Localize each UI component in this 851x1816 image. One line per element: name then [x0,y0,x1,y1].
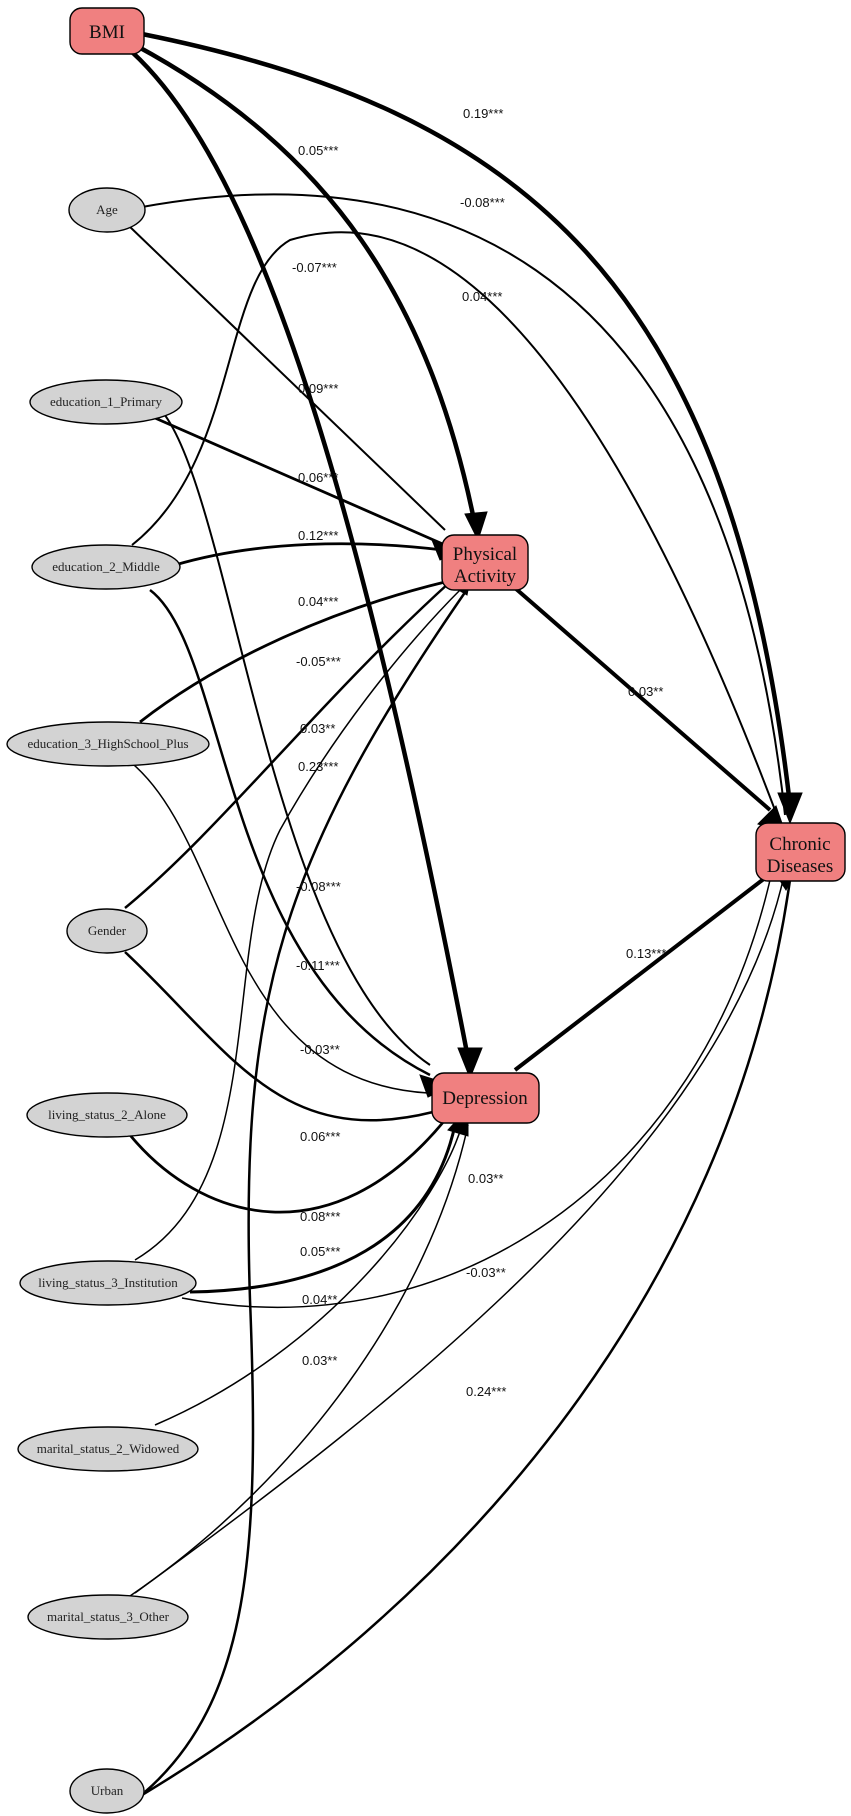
label-education1-depression: -0.08*** [296,879,341,894]
node-education-1-primary: education_1_Primary [29,379,183,425]
edge-age-chronic-diseases [141,193,786,816]
edge-marital-other-chronic-diseases [134,879,784,1594]
label-education1-physical-activity: 0.06*** [298,470,338,485]
svg-text:Age: Age [96,202,118,217]
label-education2-physical-activity: 0.12*** [298,528,338,543]
svg-text:living_status_3_Institution: living_status_3_Institution [38,1275,178,1290]
node-chronic-diseases: Chronic Diseases [755,822,846,882]
edge-labels: 0.19*** 0.05*** -0.08*** -0.07*** 0.04**… [292,106,666,1399]
node-gender: Gender [66,908,148,954]
label-marital-other-depression: 0.03** [302,1353,337,1368]
svg-text:Chronic: Chronic [769,834,830,855]
svg-text:education_1_Primary: education_1_Primary [50,394,162,409]
arrowhead-depression-top [457,1047,483,1080]
svg-text:Depression: Depression [442,1088,528,1109]
label-education3-physical-activity: 0.04*** [298,594,338,609]
node-marital-status-3-other: marital_status_3_Other [27,1594,189,1640]
edge-education2-physical-activity [174,542,444,567]
label-age-physical-activity: 0.09*** [298,381,338,396]
label-urban-chronic-diseases: 0.24*** [466,1384,506,1399]
edge-living-alone-depression [128,1119,447,1214]
node-depression: Depression [431,1072,540,1124]
label-bmi-physical-activity: 0.05*** [298,143,338,158]
edge-gender-physical-activity [124,581,451,909]
arrowhead-chronic-diseases-top [777,792,803,825]
edge-age-physical-activity [127,224,446,531]
label-education2-chronic-diseases: -0.07*** [292,260,337,275]
label-education3-depression: -0.03** [300,1042,340,1057]
svg-text:BMI: BMI [89,22,125,43]
arrowhead-physical-activity-top [464,511,488,542]
edge-urban-physical-activity [144,587,470,1793]
label-education1-chronic-diseases: 0.04*** [462,289,502,304]
label-education2-depression: -0.11*** [296,958,340,973]
edge-physical-activity-chronic-diseases [513,586,772,812]
svg-text:living_status_2_Alone: living_status_2_Alone [48,1107,166,1122]
arrowheads [419,511,803,1137]
label-living-institution-depression: 0.05*** [300,1244,340,1259]
edge-education3-depression [127,759,429,1094]
edge-bmi-chronic-diseases [141,31,793,806]
node-physical-activity: Physical Activity [441,534,529,591]
svg-text:marital_status_2_Widowed: marital_status_2_Widowed [37,1441,180,1456]
label-age-chronic-diseases: -0.08*** [460,195,505,210]
svg-text:education_2_Middle: education_2_Middle [52,559,160,574]
label-living-alone-depression: 0.08*** [300,1209,340,1224]
node-age: Age [68,187,146,233]
svg-text:education_3_HighSchool_Plus: education_3_HighSchool_Plus [27,736,188,751]
edge-education3-physical-activity [139,580,446,724]
node-urban: Urban [69,1768,145,1814]
label-gender-physical-activity: -0.05*** [296,654,341,669]
label-widowed-depression: 0.04** [302,1292,337,1307]
nodes: Age education_1_Primary education_2_Midd… [6,7,846,1814]
edge-bmi-physical-activity [133,43,478,526]
edge-urban-chronic-diseases [141,879,792,1797]
edge-living-institution-chronic-diseases [181,879,771,1308]
label-dep-chronic-diseases: 0.13*** [626,946,666,961]
edges [124,31,793,1797]
label-living-institution-chronic-diseases: 0.03** [468,1171,503,1186]
edge-education1-physical-activity [154,416,446,547]
node-education-3-highschool-plus: education_3_HighSchool_Plus [6,721,210,767]
label-urban-physical-activity: 0.23*** [298,759,338,774]
svg-text:Activity: Activity [454,566,517,587]
label-marital-other-chronic-diseases: -0.03** [466,1265,506,1280]
node-bmi: BMI [69,7,145,55]
label-bmi-chronic-diseases: 0.19*** [463,106,503,121]
svg-text:Gender: Gender [88,923,127,938]
edge-living-institution-physical-activity [134,587,463,1261]
label-gender-depression: 0.06*** [300,1129,340,1144]
edge-gender-depression [124,951,434,1122]
node-living-status-2-alone: living_status_2_Alone [26,1092,188,1138]
label-living-institution-physical-activity: 0.03** [300,721,335,736]
svg-text:Diseases: Diseases [767,856,833,877]
node-living-status-3-institution: living_status_3_Institution [19,1260,197,1306]
node-marital-status-2-widowed: marital_status_2_Widowed [17,1426,199,1472]
label-pa-chronic-diseases: 0.03** [628,684,663,699]
svg-text:Urban: Urban [91,1783,124,1798]
edge-education2-chronic-diseases [131,231,779,819]
edge-bmi-depression [130,50,471,1059]
edge-widowed-depression [154,1124,463,1426]
edge-marital-other-depression [129,1124,469,1597]
svg-text:marital_status_3_Other: marital_status_3_Other [47,1609,170,1624]
edge-education2-depression [149,589,431,1077]
edge-depression-chronic-diseases [513,876,767,1072]
svg-text:Physical: Physical [453,544,517,565]
edge-education1-chronic-diseases [149,399,431,1066]
edge-living-institution-depression [189,1124,457,1294]
node-education-2-middle: education_2_Middle [31,544,181,590]
